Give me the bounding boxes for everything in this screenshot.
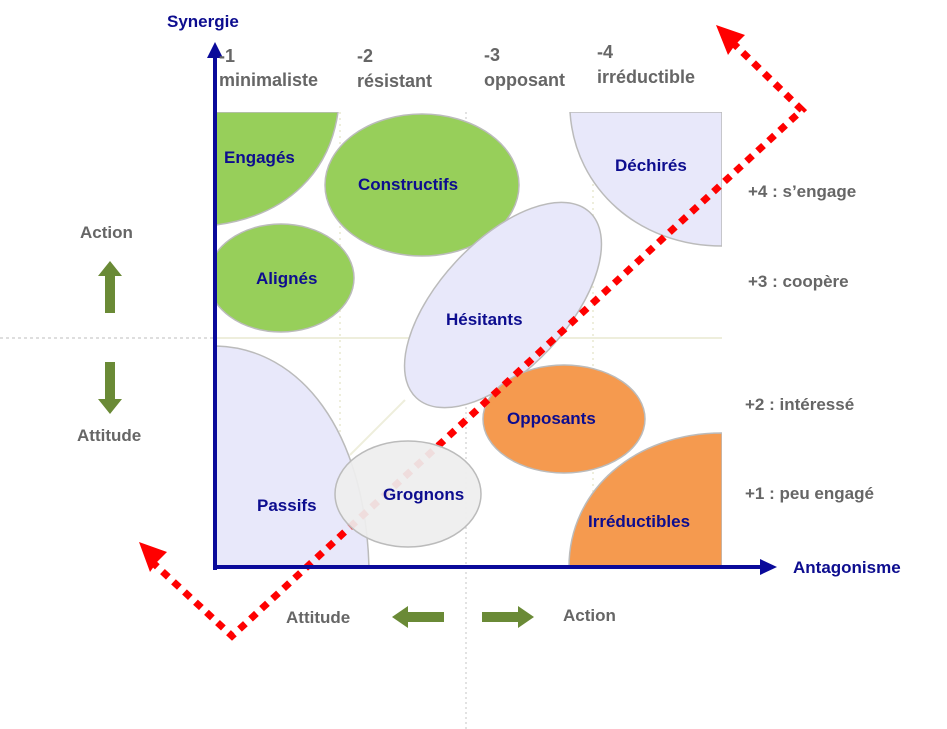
zone-alignes-shape [216,223,355,333]
row-label: +2 : intéressé [745,395,854,414]
column-label: résistant [357,71,432,91]
column-labels: -1 minimaliste -2 résistant -3 opposant … [219,42,695,91]
row-label: +1 : peu engagé [745,484,874,503]
zone-grognons-shape [334,440,482,548]
arrow-down-icon [98,362,122,414]
zone-opposants-shape [482,364,646,474]
column-label: irréductible [597,67,695,87]
zone-label-grognons: Grognons [383,485,464,504]
zone-label-passifs: Passifs [257,496,317,515]
zone-label-irreductibles: Irréductibles [588,512,690,531]
zone-irreductibles-shape [568,432,722,567]
y-axis-arrow-icon [207,42,223,58]
arrow-up-icon [98,261,122,313]
bottom-legend-attitude: Attitude [286,608,350,627]
zone-label-hesitants: Hésitants [446,310,523,329]
grid-line-diagonal [349,399,406,456]
y-axis-title: Synergie [167,12,239,31]
row-label: +4 : s’engage [748,182,856,201]
zone-engages-shape [216,112,339,226]
left-legend-attitude: Attitude [77,426,141,445]
zone-label-opposants: Opposants [507,409,596,428]
zone-label-engages: Engagés [224,148,295,167]
zone-hesitants-shape [403,201,603,409]
bottom-legend-action: Action [563,606,616,625]
column-number: -4 [597,42,613,62]
column-number: -1 [219,46,235,66]
row-label: +3 : coopère [748,272,849,291]
column-label: minimaliste [219,70,318,90]
x-axis-title: Antagonisme [793,558,901,577]
row-labels: +4 : s’engage +3 : coopère +2 : intéress… [745,182,874,503]
zone-label-constructifs: Constructifs [358,175,458,194]
column-number: -2 [357,46,373,66]
left-legend-action: Action [80,223,133,242]
arrowhead-bottom-left-icon [139,542,167,572]
arrow-right-icon [482,606,534,628]
zone-label-alignes: Alignés [256,269,317,288]
zone-constructifs-shape [324,113,520,257]
axes [207,42,777,575]
arrow-left-icon [392,606,444,628]
column-label: opposant [484,70,565,90]
red-dashed-path [147,39,808,641]
zone-dechires-shape [569,112,722,247]
x-axis-arrow-icon [760,559,777,575]
left-legend: Action Attitude [77,223,141,445]
zone-labels: Engagés Constructifs Alignés Hésitants D… [224,148,690,531]
bottom-legend: Attitude Action [286,606,616,628]
column-number: -3 [484,45,500,65]
zone-label-dechires: Déchirés [615,156,687,175]
strategy-path [139,25,808,641]
zone-passifs-shape [216,345,370,567]
arrowhead-top-right-icon [716,25,745,55]
